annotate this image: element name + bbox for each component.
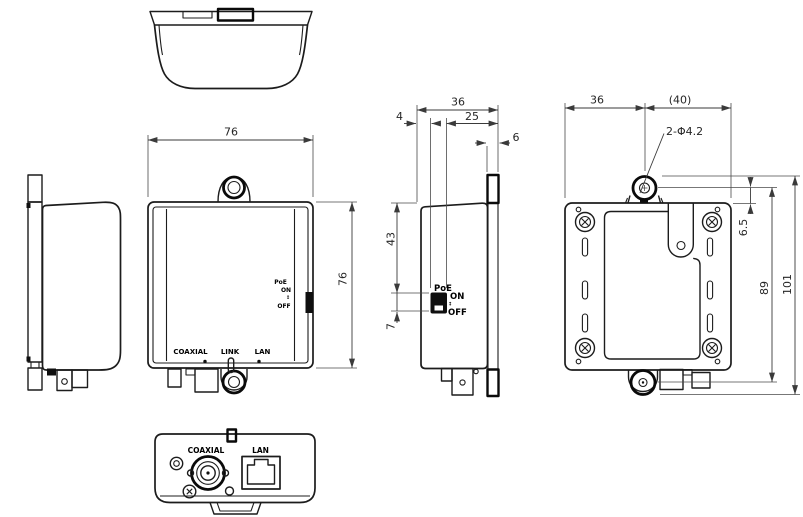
side-body xyxy=(43,202,121,370)
side-front-gap-dim: 4 xyxy=(396,110,403,123)
link-slot xyxy=(228,358,233,373)
bnc-connector xyxy=(188,457,229,490)
switch-arrow-icon: ↕ xyxy=(286,295,290,301)
side-switch-height-dim: 7 xyxy=(385,323,398,330)
case-screw xyxy=(183,485,196,498)
rj45-port xyxy=(242,457,280,490)
rear-hole-pitch-dim: 89 xyxy=(758,281,771,295)
side-switch-top-dim: 43 xyxy=(385,232,398,246)
poe-on-label: ON xyxy=(450,292,464,302)
vent-slot xyxy=(707,281,712,299)
lan-led xyxy=(257,359,261,364)
front-body xyxy=(148,202,313,368)
recessed-panel xyxy=(605,212,701,360)
top-view-mount-tab xyxy=(218,9,253,21)
plate-edge xyxy=(28,202,42,362)
top-mount-hole xyxy=(224,177,245,198)
screw-bottom-right xyxy=(703,339,722,358)
reset-hole xyxy=(226,487,234,495)
top-view-left-tab xyxy=(183,12,212,19)
rear-left-dim: 36 xyxy=(590,94,604,107)
poe-off-label: OFF xyxy=(448,308,467,318)
poe-on-label: ON xyxy=(281,287,291,294)
bottom-connector xyxy=(57,370,72,391)
bottom-mount-tab xyxy=(629,370,658,392)
plate-edge xyxy=(488,204,498,370)
top-mount-hole xyxy=(633,177,656,200)
side-body xyxy=(421,203,488,368)
plate-bottom-tab xyxy=(488,370,499,397)
bottom-connector xyxy=(452,369,473,396)
lan-label: LAN xyxy=(252,446,269,455)
plate-bottom-tab xyxy=(28,368,42,390)
poe-label: PoE xyxy=(434,284,452,294)
plate-top-tab xyxy=(488,175,499,203)
lan-label: LAN xyxy=(255,348,271,356)
right-side-view: PoE ON ↕ OFF 36 4 25 6 43 7 xyxy=(385,96,520,397)
rear-hole-top-dim: 6.5 xyxy=(737,219,750,237)
poe-label: PoE xyxy=(274,279,287,286)
screw-top-left xyxy=(576,213,595,232)
hole-spec-dim: 2-Φ4.2 xyxy=(666,125,703,138)
coaxial-label: COAXIAL xyxy=(173,348,208,356)
vent-slot xyxy=(707,314,712,332)
rear-overall-dim: 101 xyxy=(781,274,794,295)
poe-switch-edge xyxy=(305,292,313,313)
bottom-mount-tab xyxy=(221,369,247,390)
side-rear-dim: 25 xyxy=(465,110,479,123)
left-side-view xyxy=(26,175,121,391)
vent-slot xyxy=(707,238,712,256)
rear-view: 2-Φ4.2 xyxy=(565,94,800,395)
poe-off-label: OFF xyxy=(277,303,290,310)
switch-arrow-icon: ↕ xyxy=(448,302,452,308)
coaxial-led xyxy=(203,359,207,364)
rear-right-dim: (40) xyxy=(669,94,692,107)
vent-slot xyxy=(582,281,587,299)
bottom-view: COAXIAL LAN xyxy=(155,430,315,515)
front-width-dim: 76 xyxy=(224,126,238,139)
vent-slot xyxy=(582,238,587,256)
front-height-dim: 76 xyxy=(337,272,350,286)
side-tab-dim: 6 xyxy=(513,131,520,144)
bottom-body xyxy=(155,434,315,503)
screw-top-right xyxy=(703,213,722,232)
screw-bottom-left xyxy=(576,339,595,358)
vent-slot xyxy=(582,314,587,332)
bottom-edge-tab xyxy=(210,503,261,515)
ground-terminal xyxy=(170,457,182,469)
link-label: LINK xyxy=(221,348,240,356)
bottom-mount-hole xyxy=(631,371,655,395)
keyhole-channel xyxy=(668,204,693,258)
coaxial-label: COAXIAL xyxy=(188,446,225,455)
top-view-body xyxy=(155,25,308,89)
top-view-backplate-edge xyxy=(150,12,312,26)
front-view: COAXIAL LINK LAN PoE ON ↕ OFF 76 76 xyxy=(148,126,357,394)
top-view xyxy=(150,9,312,89)
bottom-view-tab xyxy=(228,430,237,442)
plate-top-tab xyxy=(28,175,42,202)
channel-hole xyxy=(677,242,685,250)
side-depth-dim: 36 xyxy=(451,96,465,109)
